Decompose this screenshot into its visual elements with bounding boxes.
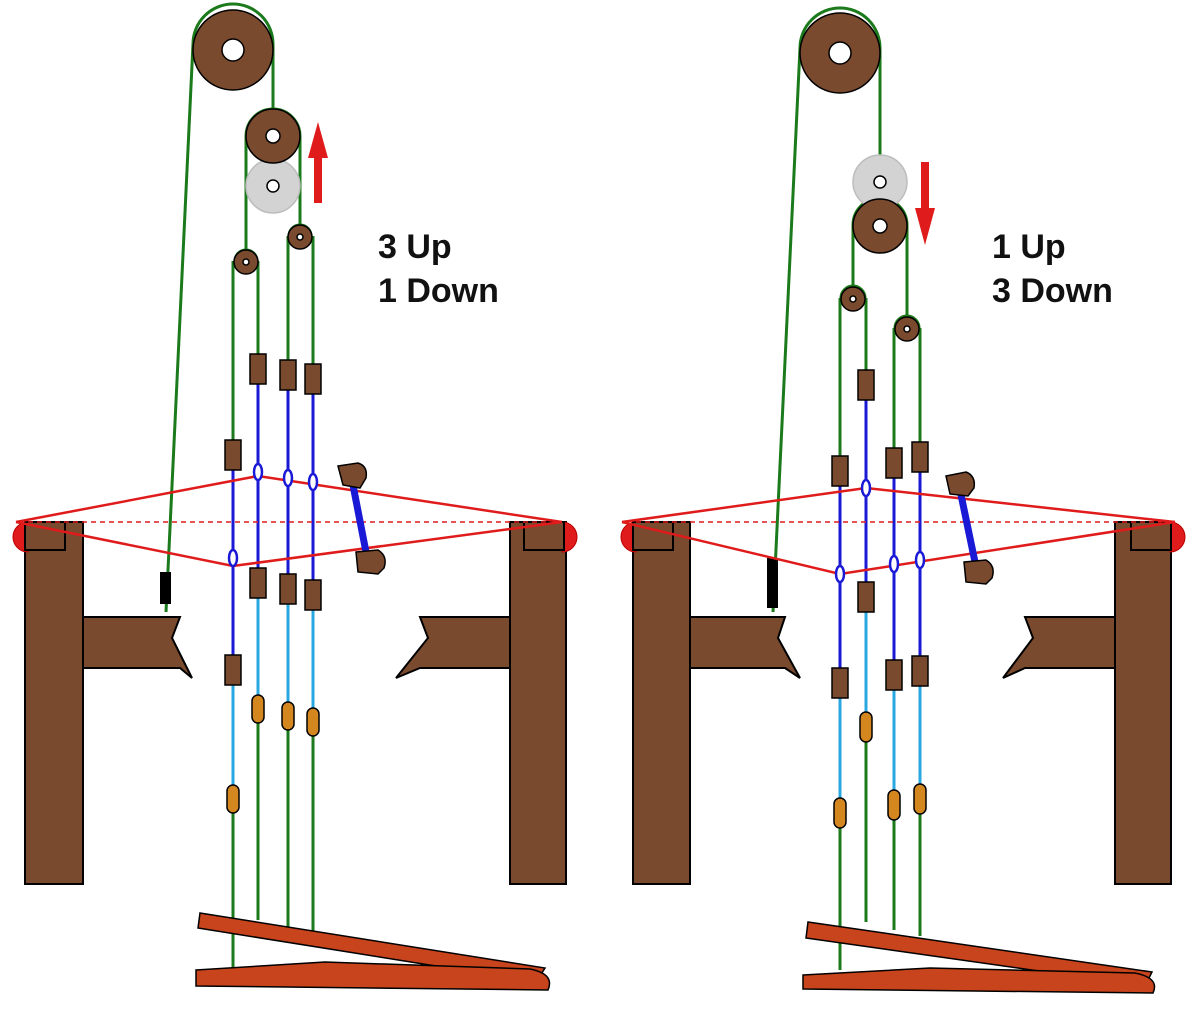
left-shaft1-bottom — [224, 654, 242, 686]
left-heddle-eye — [307, 472, 319, 492]
right-caption-line2: 3 Down — [992, 272, 1113, 310]
left-shaft4-top — [304, 363, 322, 395]
right-weight-2 — [859, 711, 873, 743]
left-back-beam-cap — [561, 521, 578, 553]
right-weight-1 — [833, 797, 847, 829]
left-heddle-eye — [227, 548, 239, 568]
right-caption-line1: 1 Up — [992, 228, 1066, 266]
right-small-pulley-right-hole — [903, 325, 911, 333]
right-loom-frame — [620, 521, 1186, 885]
left-heddle-eye — [282, 468, 294, 488]
right-beater-reed — [956, 486, 979, 566]
left-weight-1 — [226, 784, 240, 814]
left-small-pulley-right-hole — [296, 233, 304, 241]
left-weight-2 — [251, 694, 265, 724]
right-panel: 1 Up 3 Down — [620, 6, 1186, 994]
left-loom-frame — [12, 521, 578, 885]
right-mid-pulley-hole — [872, 218, 888, 234]
left-shaft3-top — [279, 359, 297, 391]
left-frame-ledge-left — [82, 616, 193, 679]
right-heddle-eye — [914, 550, 926, 570]
right-frame-post-left — [632, 521, 691, 885]
left-shaft2-top — [249, 353, 267, 385]
right-shaft4-top — [911, 441, 929, 473]
right-top-pulley-hole — [828, 41, 852, 65]
right-arrow-down-icon — [915, 162, 935, 245]
left-treadle-base — [195, 961, 551, 991]
right-small-pulley-left-hole — [849, 295, 857, 303]
left-weight-3 — [281, 701, 295, 731]
right-treadle-base — [802, 967, 1156, 994]
right-cord-top-wrap — [798, 6, 882, 225]
left-ghost-pulley-hole — [266, 179, 280, 193]
right-shaft1-top — [831, 455, 849, 487]
right-pulleys — [799, 12, 920, 342]
left-arrow-up-icon — [308, 122, 328, 203]
left-cord-main — [164, 43, 195, 613]
right-beater-bottom — [963, 559, 994, 585]
left-panel: 3 Up 1 Down — [12, 2, 578, 991]
left-small-pulley-left-hole — [242, 258, 250, 266]
right-heddle-eye — [860, 478, 872, 498]
left-treadle — [195, 912, 551, 991]
right-frame-ledge-left — [689, 616, 801, 679]
left-top-pulley-hole — [221, 38, 245, 62]
right-back-beam-cap — [1169, 521, 1186, 553]
right-shaft2-bottom — [857, 581, 875, 613]
left-cord-top-wrap — [191, 2, 275, 136]
left-caption-line1: 3 Up — [378, 228, 452, 266]
right-frame-ledge-right — [1002, 616, 1116, 679]
right-shaft3-bottom — [885, 659, 903, 691]
right-cord-main — [771, 47, 802, 613]
left-beater-reed — [348, 476, 370, 556]
left-shaft2-bottom — [249, 567, 267, 599]
right-cord-clip — [767, 558, 778, 608]
left-shaft4-bottom — [304, 579, 322, 611]
right-ghost-pulley-hole — [873, 175, 887, 189]
left-frame-ledge-right — [395, 616, 511, 679]
left-mid-pulley-hole — [265, 128, 281, 144]
left-shaft3-bottom — [279, 573, 297, 605]
left-cord-clip — [160, 572, 171, 604]
right-heddle-eye — [888, 554, 900, 574]
left-heddle-eye — [252, 462, 264, 482]
right-frame-post-right — [1114, 521, 1172, 885]
left-pulleys — [192, 9, 313, 275]
right-shaft3-top — [885, 447, 903, 479]
left-frame-post-right — [509, 521, 567, 885]
right-warp-upper — [621, 486, 1176, 524]
left-caption-line2: 1 Down — [378, 272, 499, 310]
right-weight-3 — [887, 789, 901, 821]
right-treadle — [802, 921, 1156, 994]
right-cords — [771, 6, 922, 970]
right-beater-top — [945, 471, 976, 497]
left-beater-top — [337, 462, 368, 489]
right-shaft4-bottom — [911, 655, 929, 687]
right-shaft1-bottom — [831, 667, 849, 699]
right-weight-4 — [913, 783, 927, 815]
left-heddles — [231, 384, 315, 785]
right-beater — [945, 471, 994, 585]
left-shaft1-top — [224, 439, 242, 471]
right-heddle-eye — [834, 564, 846, 584]
right-heddles — [838, 400, 922, 798]
left-frame-post-left — [24, 521, 84, 885]
left-weight-4 — [306, 707, 320, 737]
left-beater — [337, 462, 386, 575]
left-beater-bottom — [355, 549, 386, 575]
right-shaft2-top — [857, 369, 875, 401]
